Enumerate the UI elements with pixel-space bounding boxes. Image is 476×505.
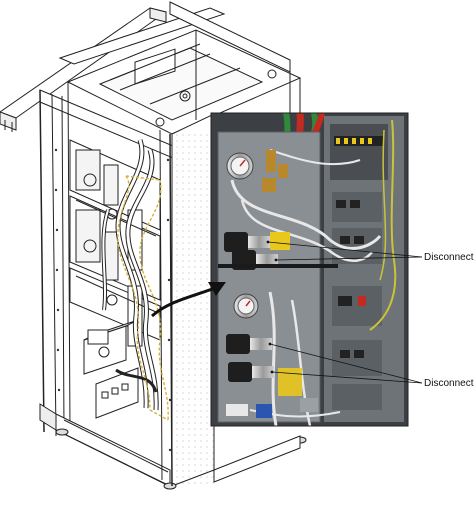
pressure-gauge-icon <box>233 293 259 319</box>
quick-disconnect-icon <box>224 232 270 252</box>
pressure-gauge-icon <box>226 152 254 180</box>
callout-disconnect-upper: Disconnect <box>424 252 474 263</box>
quick-disconnect-icon <box>228 362 274 382</box>
quick-disconnect-icon <box>226 334 272 354</box>
callout-leaders <box>267 241 423 384</box>
photo-inset <box>210 112 409 427</box>
pointer-arrow-icon <box>151 282 226 318</box>
rivet-column <box>54 148 172 452</box>
callout-leader-dots <box>266 240 278 374</box>
callout-disconnect-lower: Disconnect <box>424 378 474 389</box>
hose-highlight <box>117 175 169 421</box>
